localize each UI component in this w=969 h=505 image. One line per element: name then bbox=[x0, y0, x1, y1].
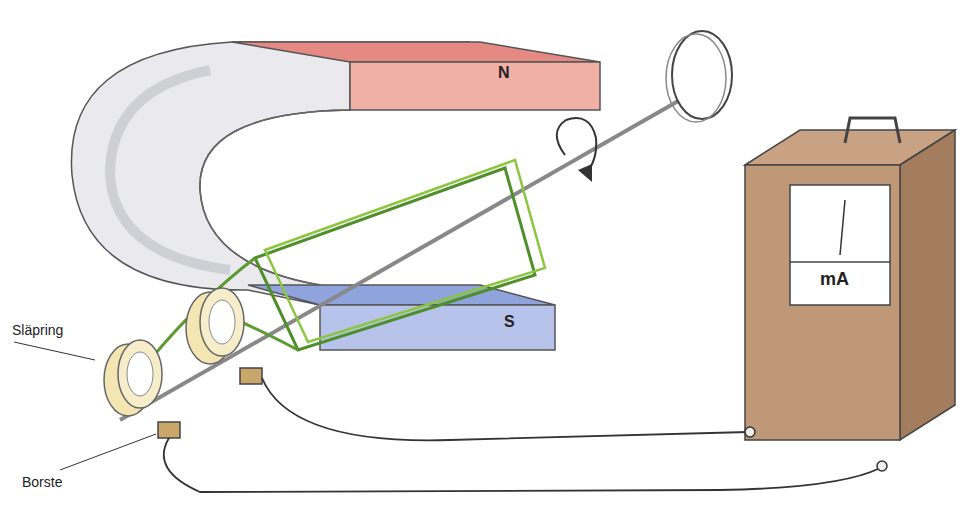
slip-ring bbox=[200, 288, 244, 356]
magnet-inner-edge bbox=[200, 110, 350, 285]
terminal bbox=[745, 427, 755, 437]
coil-loop-inner bbox=[265, 160, 545, 342]
slip-ring-hole bbox=[127, 352, 153, 396]
slip-ring-label: Släpring bbox=[12, 322, 63, 338]
n-pole: N bbox=[350, 62, 600, 110]
milliammeter: mA bbox=[745, 165, 900, 440]
n-pole-front bbox=[350, 62, 600, 110]
coil-loop bbox=[255, 168, 535, 350]
pole-letter: N bbox=[498, 64, 510, 82]
wire bbox=[164, 438, 880, 492]
magnet-shade bbox=[110, 70, 230, 270]
slip-ring bbox=[118, 340, 162, 408]
meter-window bbox=[790, 185, 890, 305]
slip-ring-hole bbox=[209, 300, 235, 344]
meter-front bbox=[745, 165, 900, 440]
leader-line bbox=[14, 342, 95, 360]
rotation-arrowhead bbox=[578, 164, 592, 182]
s-pole: S bbox=[320, 305, 555, 350]
n-pole-top bbox=[232, 42, 600, 62]
wire bbox=[262, 378, 748, 440]
meter-needle bbox=[840, 200, 845, 255]
hand-wheel-rim bbox=[666, 34, 726, 122]
meter-side bbox=[900, 130, 955, 440]
terminal bbox=[877, 461, 887, 471]
s-pole-top bbox=[248, 285, 555, 305]
shaft bbox=[120, 100, 680, 420]
leader-line bbox=[60, 434, 156, 470]
pole-letter: S bbox=[504, 313, 515, 331]
brush bbox=[158, 422, 180, 438]
pole-letter: mA bbox=[820, 269, 849, 290]
brush bbox=[240, 368, 262, 384]
hand-wheel bbox=[672, 31, 732, 119]
meter-handle bbox=[845, 118, 900, 143]
brush-label: Borste bbox=[22, 474, 62, 490]
meter-scale-line bbox=[790, 261, 890, 263]
